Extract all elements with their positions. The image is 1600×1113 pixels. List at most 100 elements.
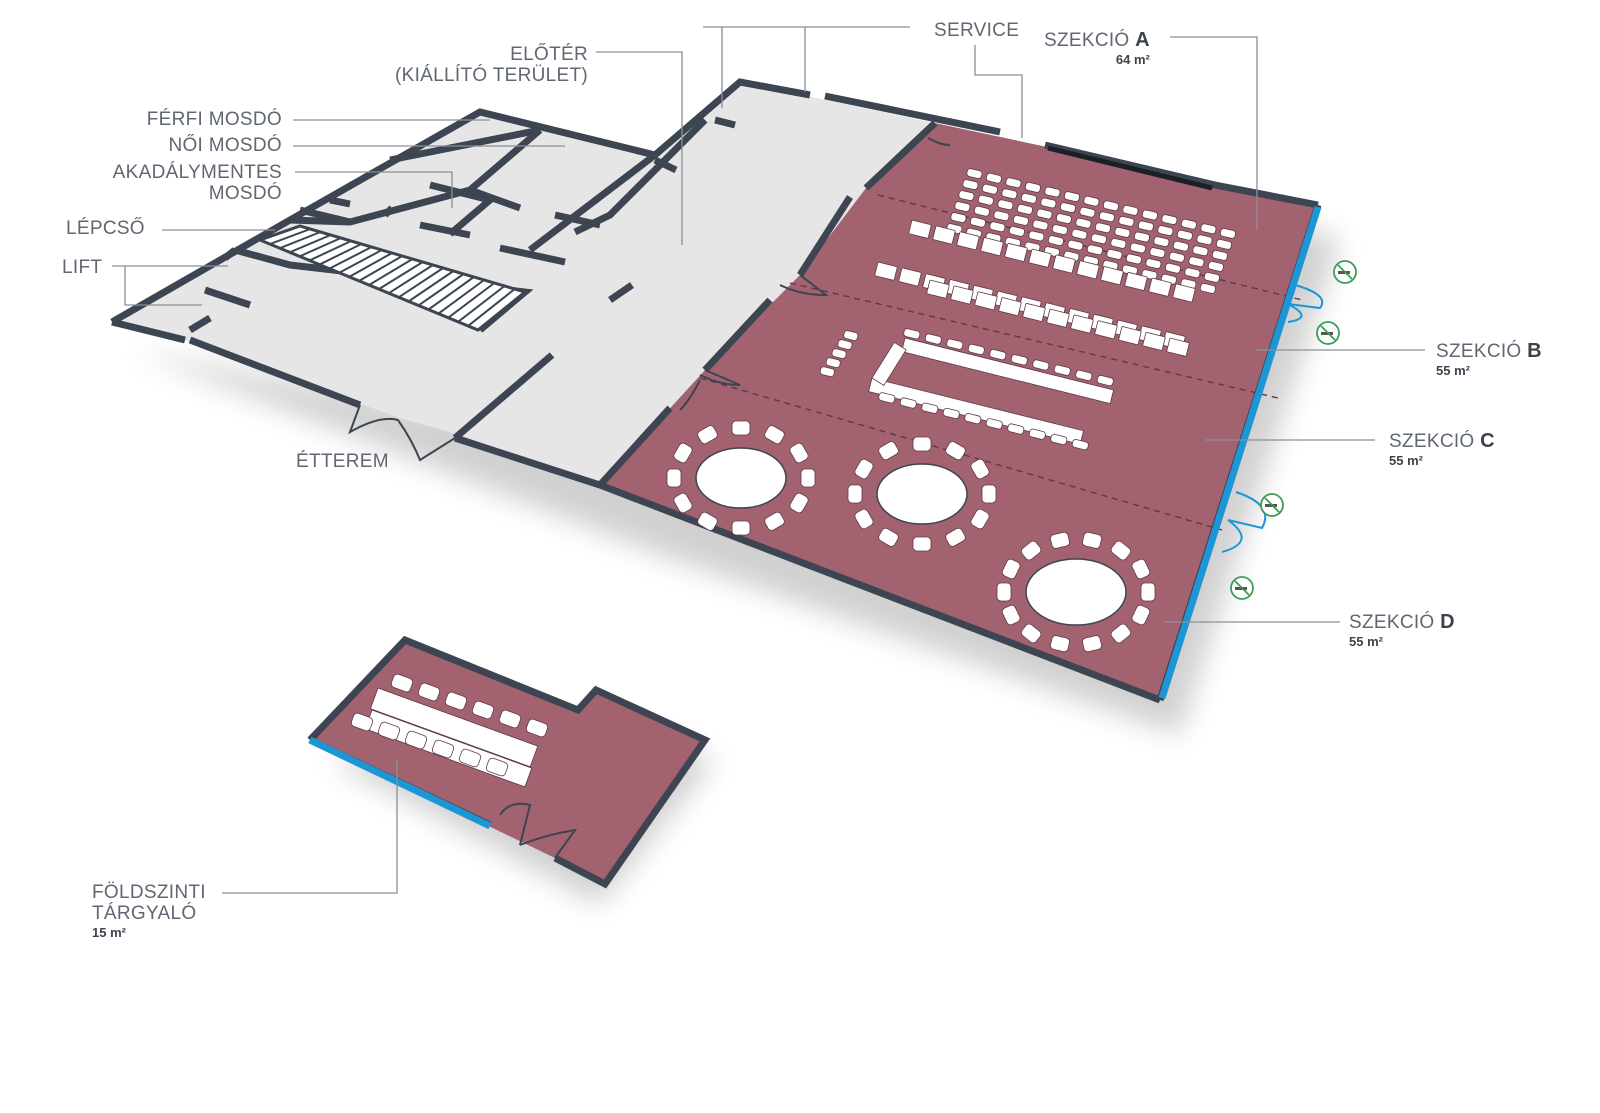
banquet-chair — [1140, 582, 1156, 602]
theatre-chair — [985, 172, 1002, 184]
theatre-chair — [1032, 219, 1049, 231]
classroom-desk — [1094, 320, 1118, 340]
section-b-area: 55 m² — [1436, 363, 1470, 378]
label-akadaly-line2: MOSDÓ — [208, 183, 282, 204]
meeting-chair — [471, 700, 495, 720]
theatre-chair — [1184, 267, 1201, 279]
theatre-chair — [966, 168, 983, 179]
theatre-chair — [1122, 204, 1139, 216]
meeting-chair — [390, 673, 414, 693]
theatre-chair — [1145, 258, 1162, 269]
theatre-chair — [1168, 251, 1185, 263]
classroom-desk — [974, 291, 998, 311]
u-chair — [964, 413, 982, 425]
theatre-chair — [1157, 225, 1174, 236]
u-chair — [1032, 359, 1050, 371]
u-chair — [985, 418, 1003, 430]
label-lift-text: LIFT — [62, 257, 103, 278]
theatre-chair — [1024, 181, 1041, 193]
classroom-desk — [1166, 337, 1190, 357]
u-chair — [1075, 369, 1093, 381]
u-chair — [903, 328, 921, 340]
theatre-chair — [1020, 192, 1037, 204]
theatre-chair — [1192, 245, 1209, 257]
theatre-chair — [977, 194, 994, 206]
banquet-chair — [764, 511, 785, 531]
classroom-desk — [1052, 254, 1076, 274]
theatre-chair — [1098, 211, 1115, 223]
theatre-chair — [993, 210, 1010, 222]
stair-tread — [309, 240, 352, 262]
cigarette-shape — [1338, 271, 1350, 274]
u-chair — [1007, 423, 1025, 435]
u-chair — [1096, 375, 1114, 387]
meeting-chair — [444, 691, 468, 711]
label-szekcio-c: SZEKCIÓ C 55 m² — [1389, 431, 1495, 470]
banquet-chair — [1020, 623, 1042, 644]
windows — [308, 205, 1322, 830]
no-smoking-icon — [1333, 260, 1357, 284]
stair-tread — [398, 267, 444, 299]
u-chair — [1071, 439, 1089, 451]
banquet-chair — [697, 511, 718, 531]
theatre-chair — [1125, 253, 1142, 265]
u-chair — [825, 357, 841, 369]
theatre-chair — [1055, 213, 1072, 224]
banquet-chair — [1001, 604, 1021, 626]
theatre-chair — [1153, 236, 1170, 247]
meeting-chair — [350, 712, 374, 732]
classroom-desk — [932, 225, 956, 245]
meeting-table — [369, 687, 539, 768]
classroom-desk — [1148, 277, 1172, 297]
theatre-chair — [1063, 191, 1080, 202]
label-foldszinti-area: 15 m² — [92, 925, 126, 940]
staircase — [255, 224, 529, 332]
theatre-chair — [1012, 214, 1029, 226]
classroom-desk — [998, 297, 1022, 317]
classroom-desk — [950, 285, 974, 305]
banquet-chair — [800, 468, 816, 488]
stair-tread — [338, 249, 383, 274]
classroom-desk — [874, 261, 898, 281]
stair-tread — [358, 255, 403, 282]
theatre-chair — [1040, 197, 1057, 209]
label-ferfi-text: FÉRFI MOSDÓ — [146, 109, 282, 130]
banquet-chair — [673, 442, 693, 464]
stair-tread — [417, 273, 465, 307]
label-noi-text: NŐI MOSDÓ — [168, 135, 282, 156]
banquet-chair — [789, 492, 809, 514]
classroom-desk — [1172, 283, 1196, 303]
round-table — [1025, 558, 1127, 626]
label-etterem-text: ÉTTEREM — [296, 451, 389, 472]
banquet-chair — [878, 527, 899, 547]
meeting-chair — [377, 721, 401, 741]
theatre-chair — [969, 216, 986, 228]
no-smoking-slash — [1337, 264, 1353, 280]
section-b-letter: B — [1527, 340, 1542, 362]
theatre-chair — [1211, 249, 1228, 261]
banquet-chair — [1131, 558, 1151, 580]
meeting-chair — [485, 757, 509, 777]
theatre-chair — [954, 201, 971, 212]
leader-lines — [112, 26, 1425, 894]
theatre-chair — [1028, 230, 1045, 242]
theatre-chair — [1110, 237, 1127, 249]
meeting-chair — [417, 682, 441, 702]
theatre-chair — [1172, 240, 1189, 252]
banquet-chair — [1082, 531, 1102, 549]
banquet-chair — [912, 536, 932, 552]
theatre-chair — [1079, 206, 1096, 218]
banquet-chair — [666, 468, 682, 488]
theatre-chair — [1149, 247, 1166, 258]
theatre-chair — [1001, 188, 1018, 200]
walls — [110, 78, 1322, 889]
section-d-letter: D — [1440, 611, 1455, 633]
banquet-chair — [764, 425, 785, 445]
theatre-chair — [981, 183, 998, 195]
label-service-text: SERVICE — [934, 20, 1020, 41]
label-ferfi-mosdo: FÉRFI MOSDÓ — [100, 109, 282, 130]
label-eloter-line1: ELŐTÉR — [510, 44, 588, 65]
theatre-chair — [997, 199, 1014, 211]
theatre-chair — [1094, 222, 1111, 234]
